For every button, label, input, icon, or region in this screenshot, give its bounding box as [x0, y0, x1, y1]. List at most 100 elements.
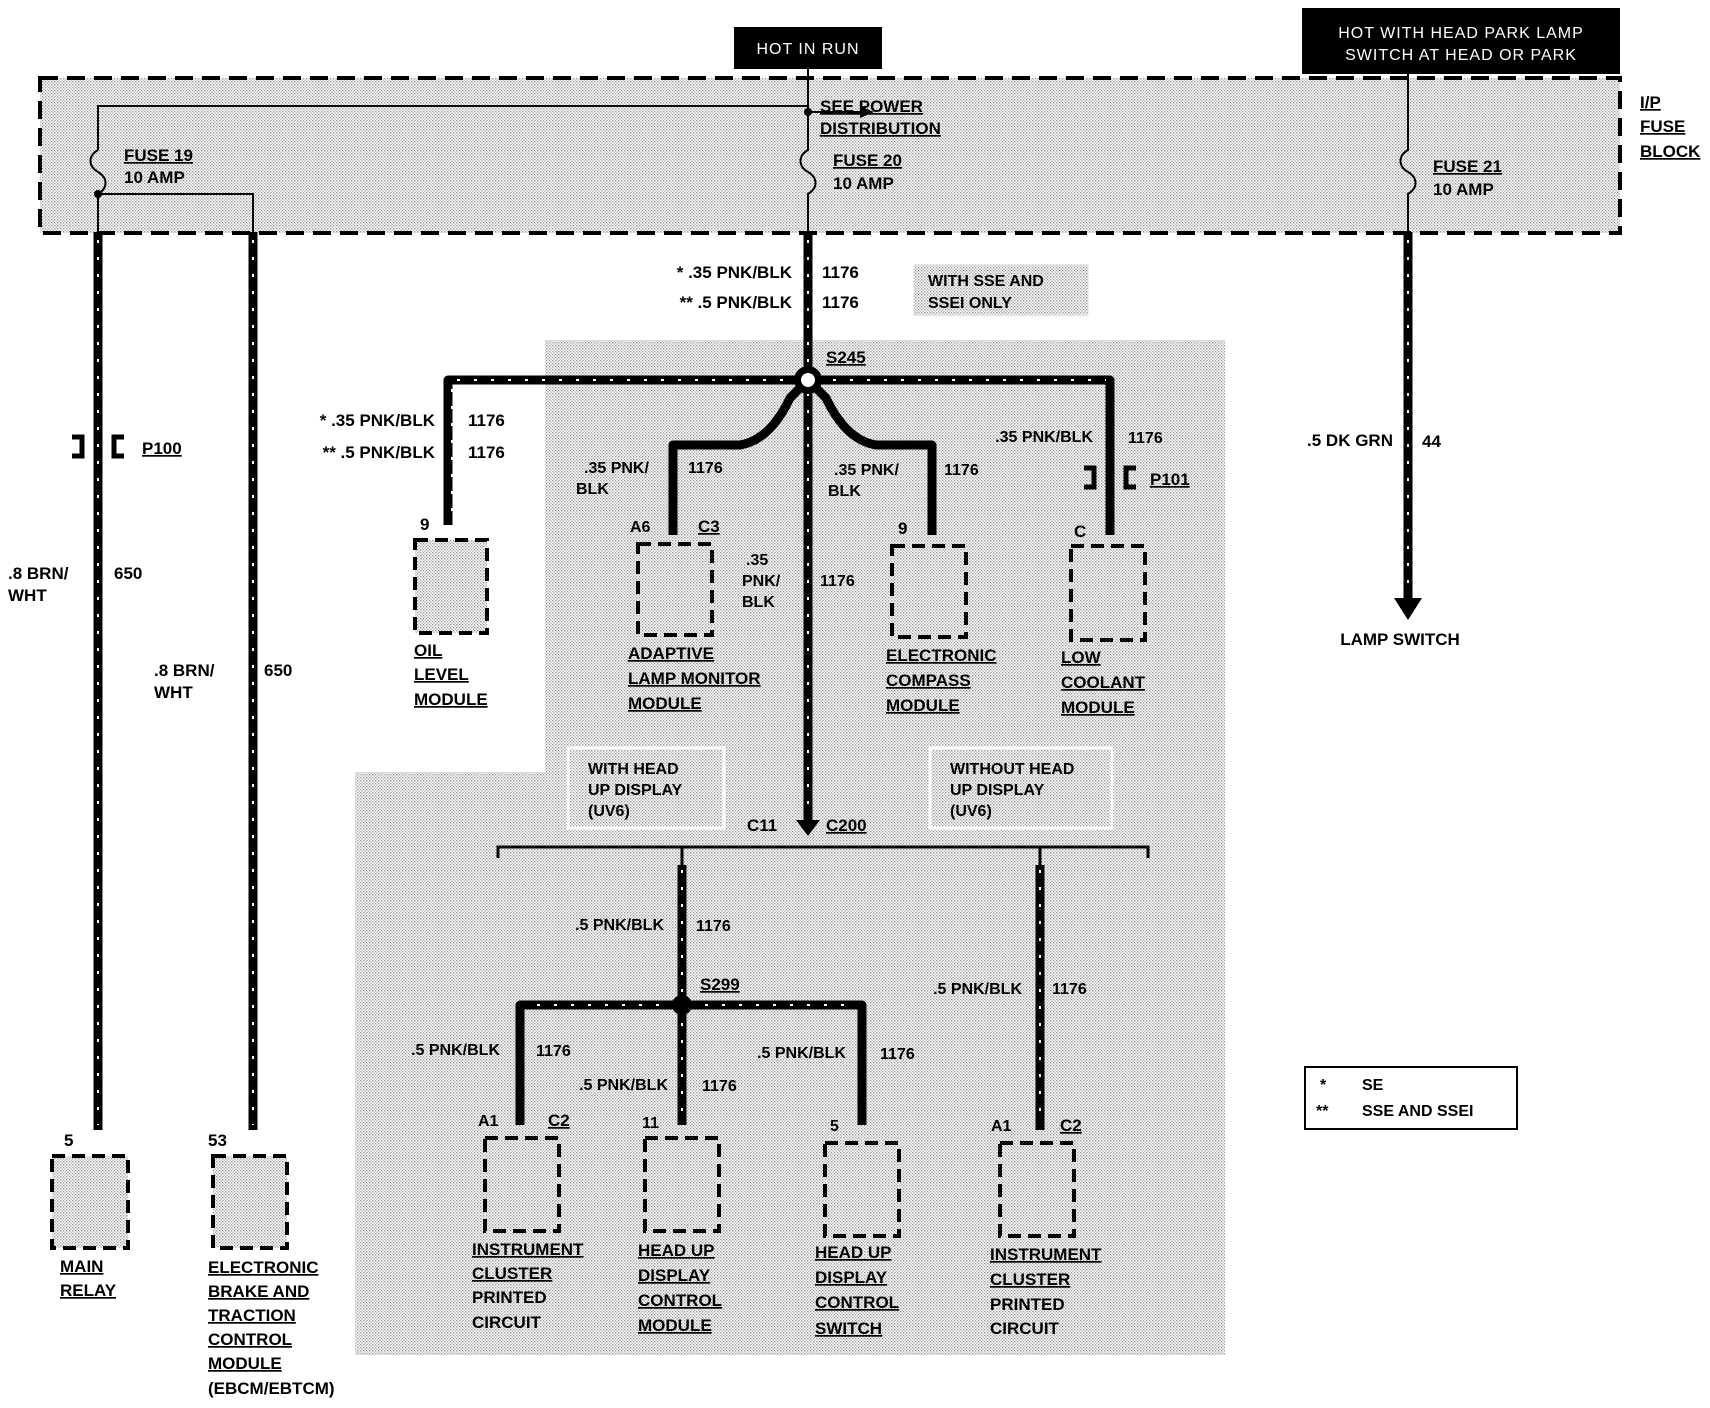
c200-arrow	[796, 820, 820, 836]
fuse-block-bus	[97, 105, 808, 150]
wire-group	[93, 232, 1413, 1130]
w1176-compass-2: BLK	[828, 483, 861, 500]
hud-mod-name-3: CONTROL	[638, 1291, 722, 1310]
splice-s299	[672, 995, 692, 1015]
oil-name-3: MODULE	[414, 690, 488, 709]
w650-left-2: WHT	[8, 586, 47, 605]
fuse-block-label-2: FUSE	[1640, 117, 1685, 136]
lamp-switch-label: LAMP SWITCH	[1340, 630, 1460, 649]
adaptive-name-3: MODULE	[628, 694, 702, 713]
fuse20-rating: 10 AMP	[833, 174, 894, 193]
w1176-adaptive-2: BLK	[576, 481, 609, 498]
w1176-nohud-1: .5 PNK/BLK	[933, 981, 1022, 998]
main-relay-name-1: MAIN	[60, 1257, 103, 1276]
w650-left-num: 650	[114, 564, 142, 583]
w1176-top-1: * .35 PNK/BLK	[677, 263, 793, 282]
ebcm-name-5: MODULE	[208, 1354, 282, 1373]
c200-bus	[496, 845, 1150, 858]
w1176-top-2n: 1176	[822, 293, 859, 312]
compass-name-2: COMPASS	[886, 671, 971, 690]
w1176-hudsw-1: .5 PNK/BLK	[757, 1045, 846, 1062]
pin-adaptive-a: A6	[630, 519, 651, 536]
w1176-oil-2: ** .5 PNK/BLK	[323, 443, 436, 462]
wire-1176-oil	[443, 375, 808, 525]
w1176-hudmod-n: 1176	[702, 1078, 737, 1095]
main-relay-box	[50, 1154, 130, 1250]
hud-module-box	[643, 1136, 721, 1233]
adaptive-name-1: ADAPTIVE	[628, 644, 714, 663]
fuse-block-label-1: I/P	[1640, 93, 1661, 112]
main-relay-name-2: RELAY	[60, 1281, 117, 1300]
wire-1176-ipc1	[515, 1000, 682, 1125]
hot-head-park-line2: SWITCH AT HEAD OR PARK	[1345, 47, 1577, 64]
ipc1-name-2: CLUSTER	[472, 1264, 552, 1283]
ipc1-name-3: PRINTED	[472, 1288, 547, 1307]
fuse19-label: FUSE 19	[124, 146, 193, 165]
w1176-coolant-1: .35 PNK/BLK	[995, 429, 1093, 446]
w650-mid-1: .8 BRN/	[154, 661, 215, 680]
legend-sym-1: *	[1320, 1077, 1327, 1094]
fuse19-rating: 10 AMP	[124, 168, 185, 187]
hud-switch-box	[823, 1141, 901, 1238]
adaptive-lamp-module-box	[636, 542, 714, 637]
coolant-name-3: MODULE	[1061, 698, 1135, 717]
see-power-arrow	[860, 106, 874, 118]
ipc1-box	[483, 1136, 561, 1233]
fuse21-element	[1399, 74, 1417, 232]
compass-module-box	[890, 544, 968, 639]
hot-in-run-box	[734, 27, 882, 69]
fuse19-element	[89, 149, 107, 232]
ipc2-name-4: CIRCUIT	[990, 1319, 1060, 1338]
w650-mid-2: WHT	[154, 683, 193, 702]
w1176-nohud-n: 1176	[1052, 981, 1087, 998]
w1176-center-2: PNK/	[742, 573, 781, 590]
hot-in-run-label: HOT IN RUN	[756, 41, 859, 58]
ipc2-name-2: CLUSTER	[990, 1270, 1070, 1289]
ebcm-name-4: CONTROL	[208, 1330, 292, 1349]
pin-ipc1-c: C2	[548, 1111, 570, 1130]
with-sse-line1: WITH SSE AND	[928, 273, 1044, 290]
without-hud-line1: WITHOUT HEAD	[950, 761, 1074, 778]
w1176-top-1n: 1176	[822, 263, 859, 282]
fuse-block-panel	[38, 76, 1622, 235]
ebcm-box	[211, 1154, 289, 1250]
hot-head-park-line1: HOT WITH HEAD PARK LAMP	[1338, 25, 1584, 42]
pin-main-relay: 5	[64, 1131, 73, 1150]
w44-1: .5 DK GRN	[1307, 431, 1393, 450]
fuse20-element	[799, 69, 817, 232]
hud-mod-name-2: DISPLAY	[638, 1266, 711, 1285]
hud-mod-name-1: HEAD UP	[638, 1241, 715, 1260]
hud-mod-name-4: MODULE	[638, 1316, 712, 1335]
w1176-oil-1n: 1176	[468, 411, 505, 430]
compass-name-3: MODULE	[886, 696, 960, 715]
legend-text-2: SSE AND SSEI	[1362, 1103, 1473, 1120]
with-hud-box	[566, 746, 726, 830]
with-sse-box	[910, 261, 1092, 319]
adaptive-name-2: LAMP MONITOR	[628, 669, 761, 688]
wire-1176-adaptive	[668, 376, 812, 535]
ipc2-name-1: INSTRUMENT	[990, 1245, 1102, 1264]
w1176-hudsw-n: 1176	[880, 1046, 915, 1063]
pin-hud-sw: 5	[830, 1118, 839, 1135]
p101-label: P101	[1150, 470, 1190, 489]
coolant-name-1: LOW	[1061, 648, 1102, 667]
fuse-block-label-3: BLOCK	[1640, 142, 1701, 161]
ipc2-name-3: PRINTED	[990, 1295, 1065, 1314]
hud-sw-name-3: CONTROL	[815, 1293, 899, 1312]
ipc1-name-1: INSTRUMENT	[472, 1240, 584, 1259]
with-hud-line3: (UV6)	[588, 803, 630, 820]
w1176-coolant-n: 1176	[1128, 430, 1163, 447]
w1176-compass-n: 1176	[944, 462, 979, 479]
compass-name-1: ELECTRONIC	[886, 646, 997, 665]
hud-sw-name-1: HEAD UP	[815, 1243, 892, 1262]
pin-oil: 9	[420, 515, 429, 534]
lamp-switch-arrow	[1394, 598, 1422, 620]
fuse21-label: FUSE 21	[1433, 157, 1502, 176]
coolant-module-box	[1069, 544, 1147, 642]
ebcm-name-1: ELECTRONIC	[208, 1258, 319, 1277]
hot-head-park-box	[1302, 8, 1620, 74]
oil-name-1: OIL	[414, 641, 442, 660]
bus-junction	[804, 108, 812, 116]
pin-ebcm: 53	[208, 1131, 227, 1150]
connector-p100	[72, 434, 124, 459]
